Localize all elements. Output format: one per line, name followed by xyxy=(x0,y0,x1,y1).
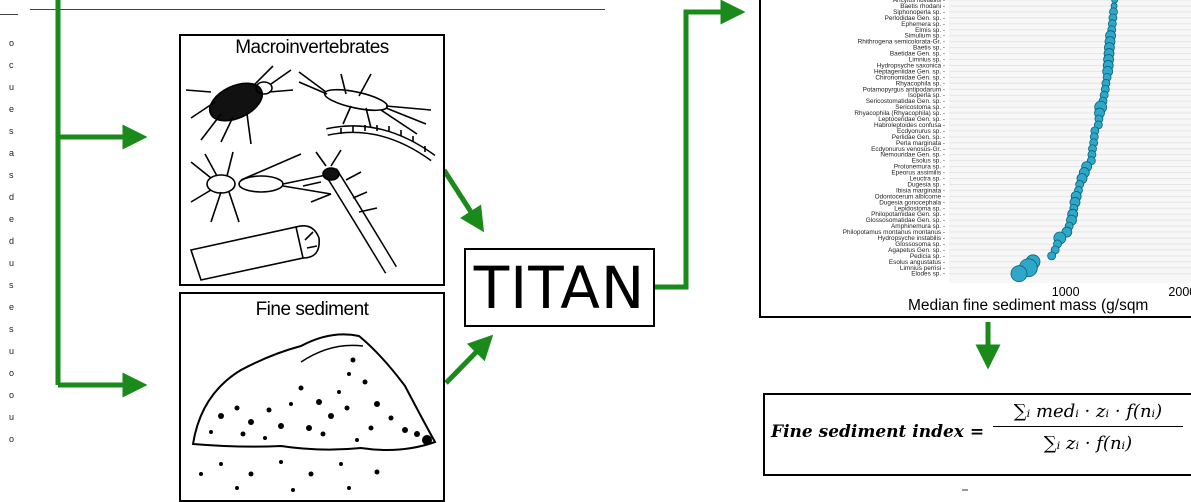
taxa-labels: Ancylus fluviatilis -Baetis rhodani -Sip… xyxy=(843,0,945,278)
plot-svg: Ancylus fluviatilis -Baetis rhodani -Sip… xyxy=(761,0,1191,316)
sediment-drawing xyxy=(181,324,443,502)
plot-background xyxy=(949,0,1191,283)
arrow-sediment-to-titan xyxy=(446,340,488,383)
stonefly-nymph-icon xyxy=(191,152,331,222)
titan-box: TITAN xyxy=(464,248,655,327)
macroinvertebrates-title: Macroinvertebrates xyxy=(181,37,443,59)
formula-label: Fine sediment index = xyxy=(771,422,984,442)
titan-label: TITAN xyxy=(466,254,653,322)
taxon-label: Elodes sp. - xyxy=(911,271,945,278)
arrow-titan-to-plot xyxy=(655,12,738,287)
macroinvertebrate-drawings xyxy=(181,62,443,284)
fine-sediment-panel: Fine sediment xyxy=(179,292,445,502)
fine-sediment-title: Fine sediment xyxy=(181,299,443,321)
taxa-change-point-plot: Ancylus fluviatilis -Baetis rhodani -Sip… xyxy=(759,0,1191,318)
arrow-macro-to-titan xyxy=(444,170,480,226)
caddis-case-icon xyxy=(191,226,319,280)
formula-denominator: ∑ᵢ zᵢ · f(nᵢ) xyxy=(993,427,1183,454)
mayfly-nymph-icon xyxy=(299,72,431,134)
plot-gridlines xyxy=(949,0,1191,283)
larva-icon xyxy=(327,125,433,158)
formula-fraction: ∑ᵢ medᵢ · zᵢ · f(nᵢ) ∑ᵢ zᵢ · f(nᵢ) xyxy=(993,401,1183,454)
beetle-icon xyxy=(186,66,293,144)
data-point xyxy=(1112,0,1118,3)
macroinvertebrates-panel: Macroinvertebrates xyxy=(179,34,445,286)
bottom-mark xyxy=(962,489,968,491)
data-point xyxy=(1011,266,1027,282)
data-point xyxy=(1048,252,1056,260)
formula-numerator: ∑ᵢ medᵢ · zᵢ · f(nᵢ) xyxy=(993,401,1183,427)
fine-sediment-index-formula: Fine sediment index = ∑ᵢ medᵢ · zᵢ · f(n… xyxy=(763,393,1191,476)
x-axis-title: Median fine sediment mass (g/sqm xyxy=(908,297,1148,315)
x-tick-label: 2000 xyxy=(1168,285,1191,299)
sediment-grains xyxy=(199,358,432,493)
sediment-outline xyxy=(193,334,435,450)
